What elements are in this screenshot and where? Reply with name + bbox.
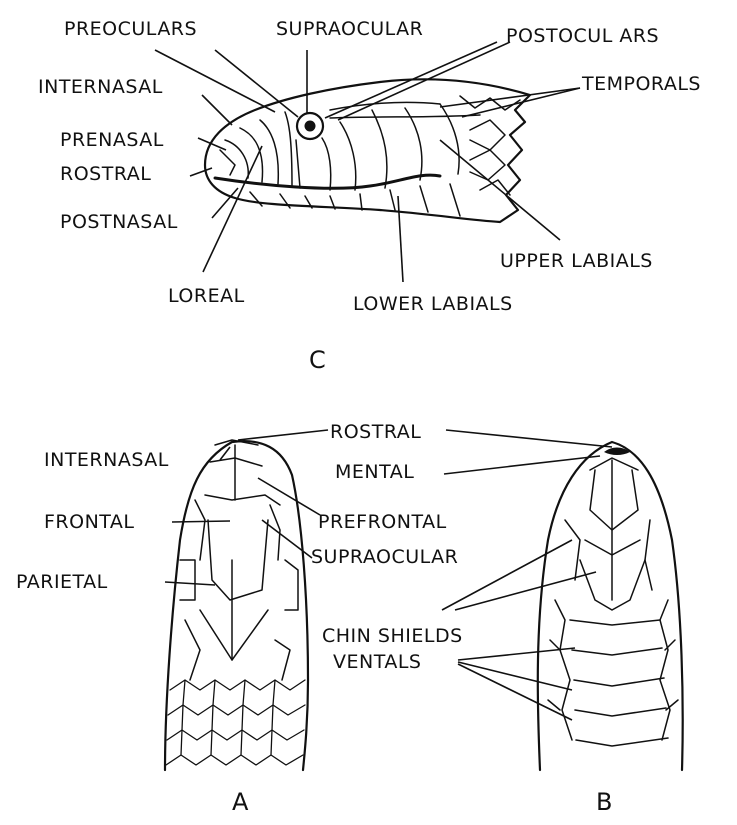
label-temporals: TEMPORALS xyxy=(581,73,701,95)
label-prefrontal: PREFRONTAL xyxy=(318,511,447,533)
label-preoculars: PREOCULARS xyxy=(64,18,197,40)
label-ventrals: VENTALS xyxy=(333,651,422,673)
label-rostral-ab: ROSTRAL xyxy=(330,421,421,443)
label-lower-labials: LOWER LABIALS xyxy=(353,293,513,315)
panel-letter-a: A xyxy=(232,788,249,816)
dorsal-neck-scales xyxy=(166,680,305,765)
label-chin-shields: CHIN SHIELDS xyxy=(322,625,463,647)
ventral-head-outline xyxy=(538,442,683,770)
ventral-scale-lines xyxy=(548,458,678,746)
label-rostral-c: ROSTRAL xyxy=(60,163,151,185)
panel-letter-c: C xyxy=(309,346,326,374)
dorsal-head-outline xyxy=(165,441,308,770)
label-upper-labials: UPPER LABIALS xyxy=(500,250,653,272)
label-loreal: LOREAL xyxy=(168,285,245,307)
side-view-leaders xyxy=(155,42,580,282)
label-supraocular-a: SUPRAOCULAR xyxy=(311,546,458,568)
label-supraocular-c: SUPRAOCULAR xyxy=(276,18,423,40)
label-postnasal: POSTNASAL xyxy=(60,211,178,233)
label-internasal-c: INTERNASAL xyxy=(38,76,163,98)
dorsal-view-head xyxy=(165,440,308,770)
eye-pupil xyxy=(305,121,316,132)
label-internasal-a: INTERNASAL xyxy=(44,449,169,471)
label-parietal: PARIETAL xyxy=(16,571,108,593)
label-prenasal: PRENASAL xyxy=(60,129,164,151)
label-mental: MENTAL xyxy=(335,461,414,483)
ventral-view-head xyxy=(538,442,683,770)
label-postoculars: POSTOCUL ARS xyxy=(506,25,659,47)
panel-letter-b: B xyxy=(596,788,613,816)
label-frontal: FRONTAL xyxy=(44,511,135,533)
